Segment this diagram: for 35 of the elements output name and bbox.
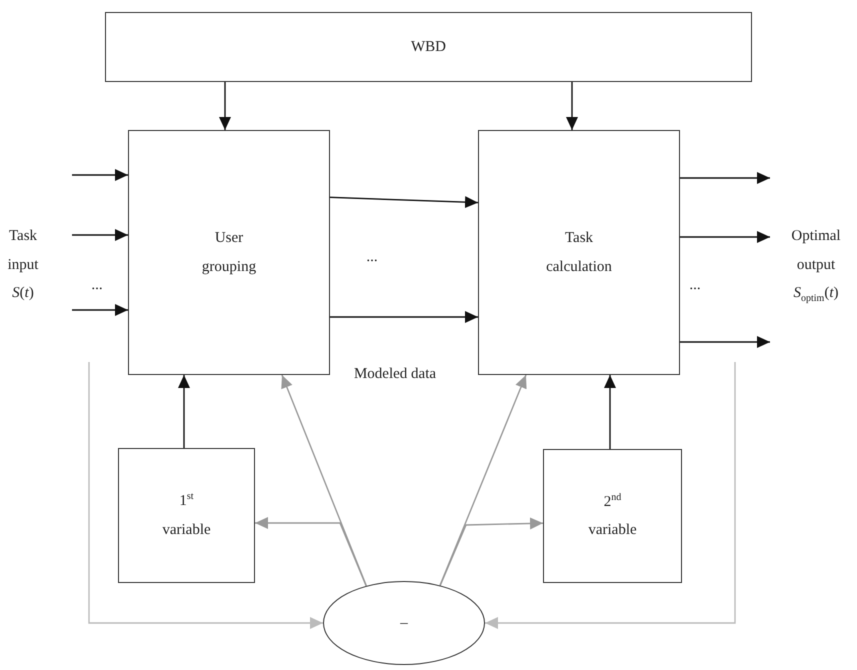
input-label: Task input S(t) xyxy=(6,227,40,303)
annotation: Modeled data xyxy=(352,365,438,384)
arrow xyxy=(72,304,128,316)
node-label: WBD xyxy=(411,38,446,57)
arrow xyxy=(439,374,527,586)
arrow xyxy=(680,336,770,348)
node-label: – xyxy=(400,614,408,633)
arrow xyxy=(219,82,231,130)
process-box xyxy=(105,12,752,82)
arrow xyxy=(440,517,544,586)
arrow xyxy=(281,374,367,586)
process-box xyxy=(478,130,680,375)
arrow xyxy=(680,231,770,243)
ellipsis: ... xyxy=(365,248,379,267)
process-box xyxy=(543,449,682,583)
arrow xyxy=(72,229,128,241)
arrow xyxy=(566,82,578,130)
node-label: 1$^{st}$ variable xyxy=(161,490,212,540)
ellipsis: ... xyxy=(688,276,702,295)
process-box xyxy=(118,448,255,583)
output-label: Optimal output S$_{optim}$(t) xyxy=(790,227,842,306)
arrow xyxy=(178,375,190,448)
node-label: User grouping xyxy=(200,229,258,276)
arrow xyxy=(72,169,128,181)
process-box xyxy=(128,130,330,375)
arrow xyxy=(88,362,323,629)
node-label: 2$^{nd}$ variable xyxy=(587,490,638,540)
arrow xyxy=(330,196,478,208)
arrow xyxy=(485,362,736,629)
ellipsis: ... xyxy=(90,276,104,295)
arrow xyxy=(330,311,478,323)
arrow xyxy=(255,517,367,586)
arrow xyxy=(680,172,770,184)
node-label: Task calculation xyxy=(545,229,613,276)
arrow xyxy=(604,375,616,449)
